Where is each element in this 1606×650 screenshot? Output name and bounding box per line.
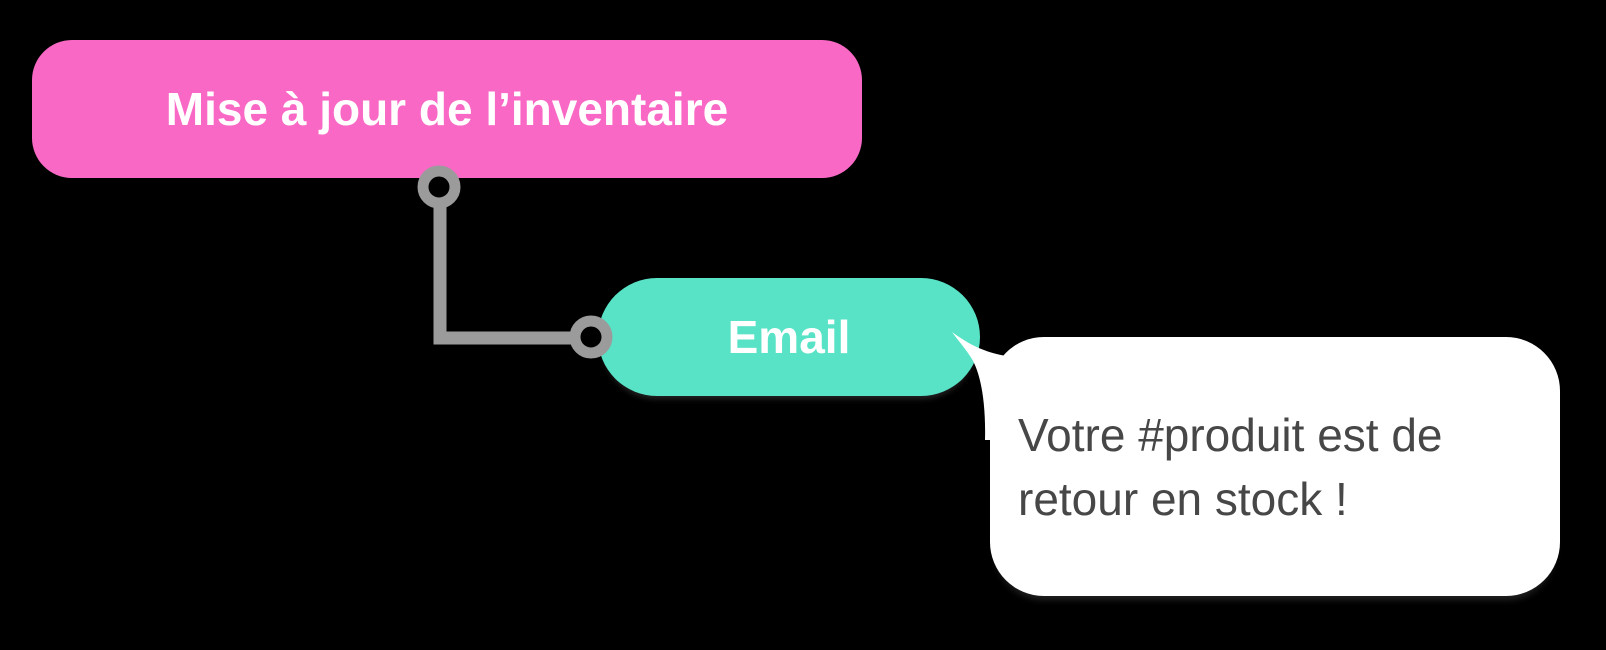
action-node-email[interactable]: Email	[598, 278, 980, 396]
message-preview-bubble: Votre #produit est de retour en stock !	[990, 337, 1560, 596]
connector-elbow-path	[433, 196, 585, 345]
action-node-label: Email	[727, 311, 851, 363]
message-preview-text: Votre #produit est de retour en stock !	[1018, 408, 1443, 525]
trigger-node-inventory-update[interactable]: Mise à jour de l’inventaire	[32, 40, 862, 178]
trigger-node-label: Mise à jour de l’inventaire	[165, 83, 729, 135]
